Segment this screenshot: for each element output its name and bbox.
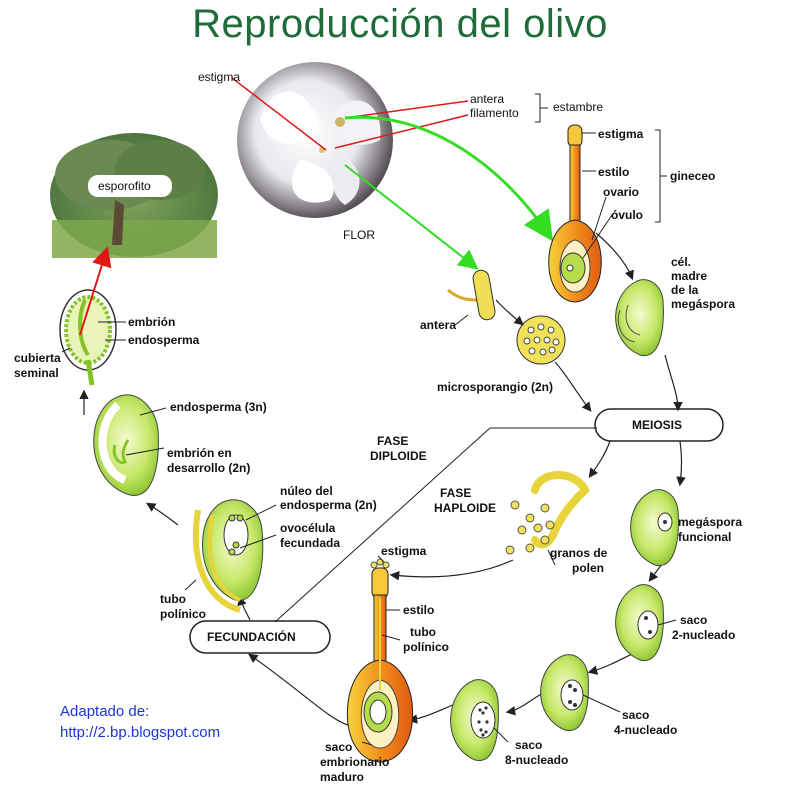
label-estilo-top: estilo: [598, 165, 630, 179]
label-saco4-1: saco: [622, 708, 650, 722]
label-saco4-2: 4-nucleado: [614, 723, 678, 737]
red-arrow-to-esporofito: [79, 246, 112, 336]
label-embrion-desarrollo-2: desarrollo (2n): [167, 461, 251, 475]
pollen-grains: [505, 471, 590, 555]
label-ovulo: óvulo: [611, 208, 643, 222]
sac-2-nucleate: [615, 584, 664, 661]
megaspore-mother-cell: [615, 279, 664, 356]
mature-sac-pointers: [361, 555, 401, 746]
fertilized-ovule: [192, 499, 264, 613]
phase-divider-line: [274, 427, 597, 623]
label-estigma-top: estigma: [198, 70, 241, 84]
label-cubierta-2: seminal: [14, 366, 59, 380]
label-nucleo-1: núleo del: [280, 484, 333, 498]
label-estilo-bottom: estilo: [403, 603, 435, 617]
sac-8-pointer: [493, 727, 509, 743]
label-endosperma-3n: endosperma (3n): [170, 400, 267, 414]
label-ovocelula-1: ovocélula: [280, 521, 336, 535]
label-saco-maduro-1: saco: [325, 740, 353, 754]
olive-tree-photo: [50, 133, 218, 258]
label-ovario: ovario: [603, 185, 640, 199]
page-title: Reproducción del olivo: [192, 2, 608, 46]
label-granos-1: granos de: [550, 546, 608, 560]
sac-2-pointer: [657, 619, 677, 626]
label-filamento: filamento: [470, 106, 519, 120]
granos-pointer: [547, 549, 556, 566]
label-saco2-2: 2-nucleado: [672, 628, 736, 642]
label-cel-madre-4: megáspora: [671, 297, 736, 311]
credit-line-1: Adaptado de:: [60, 703, 150, 720]
estambre-bracket: [535, 93, 548, 123]
antera-pointer: [454, 314, 469, 326]
label-nucleo-2: endosperma (2n): [280, 498, 377, 512]
label-saco-maduro-2: embrionario: [320, 755, 390, 769]
label-estigma-bottom: estigma: [381, 544, 427, 558]
label-esporofito: esporofito: [98, 179, 151, 193]
label-fase-diploide-1: FASE: [377, 434, 409, 448]
label-tubo-left-1: tubo: [160, 592, 186, 606]
label-saco-maduro-3: maduro: [320, 770, 365, 784]
label-fase-haploide-2: HAPLOIDE: [434, 501, 497, 515]
fecundacion-box: [189, 620, 331, 654]
meiosis-box: [594, 408, 724, 442]
red-pointer-lines: [231, 77, 469, 151]
green-arrow-to-gineceo: [344, 115, 554, 242]
label-fase-haploide-1: FASE: [440, 486, 472, 500]
credit-line-2[interactable]: http://2.bp.blogspot.com: [60, 724, 221, 741]
label-fase-diploide-2: DIPLOIDE: [370, 449, 427, 463]
mature-embryo-sac-pistil: [346, 558, 414, 763]
green-arrow-to-antera: [344, 164, 479, 270]
label-antera-mid: antera: [420, 318, 457, 332]
label-saco2-1: saco: [680, 613, 708, 627]
label-cel-madre-1: cél.: [671, 255, 692, 269]
flower-photo: [237, 62, 393, 218]
label-antera-top: antera: [470, 92, 505, 106]
seed-pointers: [61, 321, 126, 353]
label-cel-madre-2: madre: [671, 269, 708, 283]
label-ovocelula-2: fecundada: [280, 536, 341, 550]
label-embrion-desarrollo-1: embrión en: [167, 446, 232, 460]
antera-drawing: [447, 269, 496, 321]
pistil-top: [548, 124, 602, 303]
sac-4-nucleate: [540, 654, 589, 731]
microsporangio-drawing: [516, 315, 566, 365]
functional-megaspore: [630, 489, 679, 566]
label-gineceo: gineceo: [670, 169, 716, 183]
gineceo-bracket: [655, 129, 667, 223]
label-tubo-mid-2: polínico: [403, 640, 449, 654]
label-granos-2: polen: [572, 561, 604, 575]
label-cubierta-1: cubierta: [14, 351, 61, 365]
label-saco8-1: saco: [515, 738, 543, 752]
gineceo-pointers: [582, 132, 613, 259]
sac-4-pointer: [582, 694, 621, 713]
label-megaspora-1: megáspora: [678, 515, 743, 529]
label-cel-madre-3: de la: [671, 283, 699, 297]
label-tubo-left-2: polínico: [160, 607, 206, 621]
seed-drawing: [59, 289, 117, 386]
label-megaspora-2: funcional: [678, 530, 732, 544]
label-meiosis: MEIOSIS: [632, 418, 683, 432]
label-fecundacion: FECUNDACIÓN: [207, 630, 296, 644]
label-flor: FLOR: [343, 228, 376, 242]
label-saco8-2: 8-nucleado: [505, 753, 569, 767]
label-microsporangio: microsporangio (2n): [437, 380, 554, 394]
sac-8-nucleate: [450, 679, 499, 761]
fertilized-ovule-pointers: [184, 504, 277, 591]
label-endosperma: endosperma: [128, 333, 200, 347]
developing-embryo-pointers: [125, 407, 167, 456]
developing-embryo-ovule: [93, 394, 159, 496]
label-embrion: embrión: [128, 315, 176, 329]
label-gineceo-estigma: estigma: [598, 127, 644, 141]
label-tubo-mid-1: tubo: [410, 625, 436, 639]
label-estambre: estambre: [553, 100, 604, 114]
